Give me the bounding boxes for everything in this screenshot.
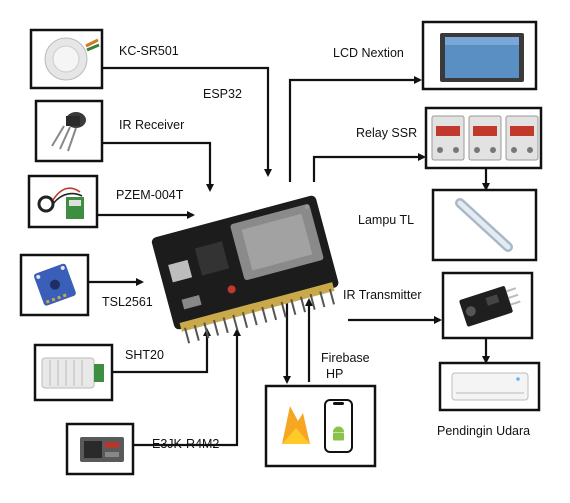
label-firebase: Firebase [321, 352, 370, 365]
label-relay-ssr: Relay SSR [356, 127, 417, 140]
label-tsl2561: TSL2561 [102, 296, 153, 309]
label-pendingin-udara: Pendingin Udara [437, 425, 530, 438]
arrow-esp32-to-relay [314, 157, 424, 182]
photoelectric-sensor-icon [80, 437, 124, 462]
label-hp: HP [326, 368, 343, 381]
label-ir-transmitter: IR Transmitter [343, 289, 422, 302]
lcd-screen-icon [440, 33, 524, 82]
label-e3jk-r4m2: E3JK-R4M2 [152, 438, 219, 451]
air-conditioner-icon [452, 373, 528, 400]
label-sht20: SHT20 [125, 349, 164, 362]
label-lampu-tl: Lampu TL [358, 214, 414, 227]
esp32-board [151, 195, 344, 346]
firebase-hp-box [266, 386, 375, 466]
arrow-ir-receiver-to-esp32 [102, 143, 210, 190]
label-pzem-004t: PZEM-004T [116, 189, 183, 202]
smartphone-icon [325, 400, 352, 452]
relay-modules-icon [432, 116, 538, 160]
label-esp32: ESP32 [203, 88, 242, 101]
label-lcd-nextion: LCD Nextion [333, 47, 404, 60]
label-ir-receiver: IR Receiver [119, 119, 184, 132]
android-icon [333, 427, 344, 441]
label-kc-sr501: KC-SR501 [119, 45, 179, 58]
